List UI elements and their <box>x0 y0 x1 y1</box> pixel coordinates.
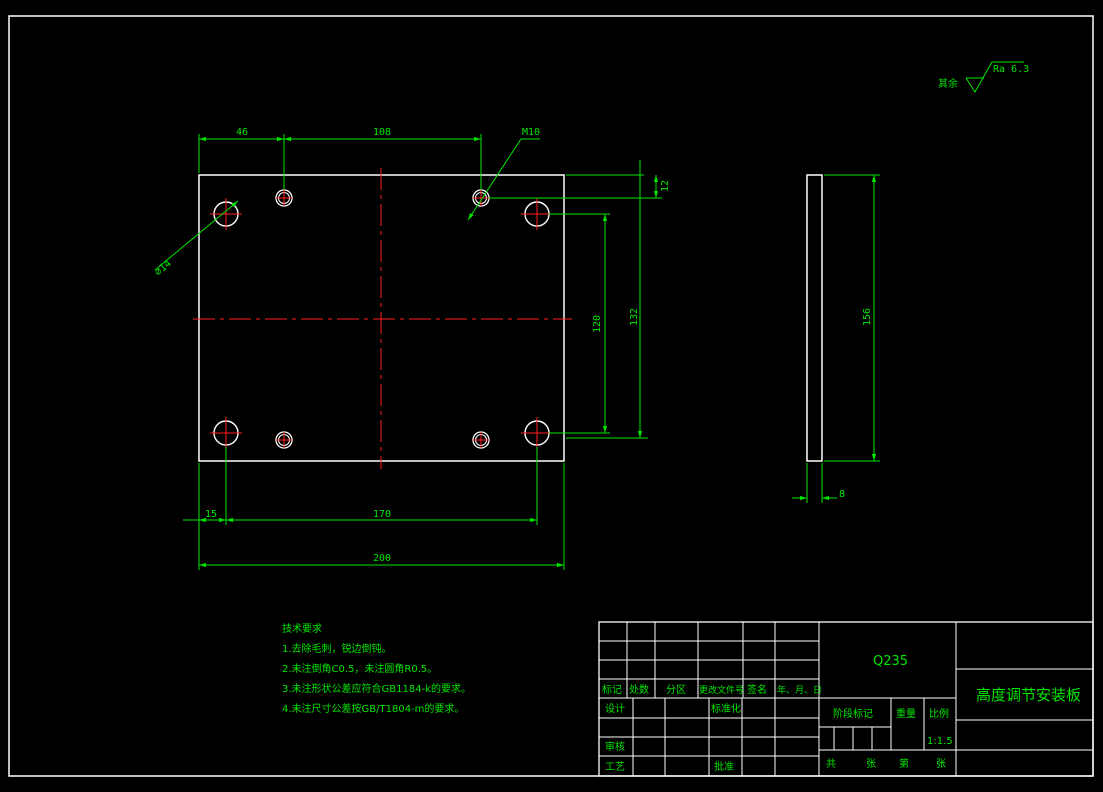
title-block: 标记 处数 分区 更改文件号 签名 年、月、日 设计 标准化 审核 工艺 批准 … <box>598 621 1094 777</box>
label-review: 审核 <box>605 740 625 753</box>
rev-header-date: 年、月、日 <box>777 684 822 696</box>
label-weight: 重量 <box>896 707 916 720</box>
label-process: 工艺 <box>605 761 625 773</box>
rev-header-doc: 更改文件号 <box>699 684 744 696</box>
dim-156: 156 <box>862 308 873 326</box>
label-scale: 比例 <box>929 707 949 720</box>
dim-46: 46 <box>236 127 248 138</box>
hole-large-bl <box>210 417 242 449</box>
scale-value: 1:1.5 <box>927 736 953 747</box>
tech-note-3: 3.未注形状公差应符合GB1184-k的要求。 <box>282 682 471 695</box>
dim-108: 108 <box>373 127 391 138</box>
label-design: 设计 <box>605 702 625 715</box>
surface-finish-remark: 其余 <box>938 77 958 90</box>
tapped-hole-bl <box>275 431 293 449</box>
side-outline <box>806 174 823 462</box>
rev-header-count: 处数 <box>629 683 649 696</box>
label-stage-mark: 阶段标记 <box>833 707 873 720</box>
tech-note-4: 4.未注尺寸公差按GB/T1804-m的要求。 <box>282 702 464 715</box>
front-dimensions <box>154 134 662 570</box>
label-sheets-total: 共 <box>826 758 836 770</box>
label-sheet-no: 第 <box>899 757 909 770</box>
label-standardization: 标准化 <box>711 702 741 715</box>
hole-large-tl <box>210 198 242 230</box>
tech-note-1: 1.去除毛刺，锐边倒钝。 <box>282 642 392 655</box>
rev-header-zone: 分区 <box>666 684 686 696</box>
dim-15: 15 <box>205 509 217 520</box>
label-sheets-unit1: 张 <box>866 758 876 770</box>
tech-note-2: 2.未注倒角C0.5，未注圆角R0.5。 <box>282 662 437 675</box>
label-sheets-unit2: 张 <box>936 758 946 770</box>
tapped-hole-tl <box>275 189 293 207</box>
rev-header-sign: 签名 <box>747 683 767 696</box>
surface-finish-symbol: 其余 Ra 6.3 <box>938 61 1029 93</box>
dim-phi14: ⌀14 <box>153 258 174 278</box>
dim-m10: M10 <box>522 127 540 138</box>
dim-12: 12 <box>660 180 671 192</box>
dim-170: 170 <box>373 509 391 520</box>
hole-large-br <box>521 417 553 449</box>
hole-large-tr <box>521 198 553 230</box>
dim-8: 8 <box>839 489 845 500</box>
side-view: 156 8 <box>792 174 880 503</box>
dim-200: 200 <box>373 553 391 564</box>
tapped-hole-br <box>472 431 490 449</box>
dim-120: 120 <box>592 315 603 333</box>
material: Q235 <box>873 654 908 669</box>
rev-header-mark: 标记 <box>602 684 622 696</box>
part-name: 高度调节安装板 <box>976 686 1081 704</box>
front-dimension-texts: 46 108 M10 ⌀14 12 120 132 15 170 200 <box>153 127 671 564</box>
tech-notes-title: 技术要求 <box>282 622 322 635</box>
surface-finish-value: Ra 6.3 <box>993 64 1029 75</box>
dim-132: 132 <box>629 308 640 326</box>
tech-notes: 技术要求 1.去除毛刺，锐边倒钝。 2.未注倒角C0.5，未注圆角R0.5。 3… <box>282 622 471 715</box>
drawing-frame <box>8 15 1094 777</box>
front-view <box>193 168 572 469</box>
label-approve: 批准 <box>714 760 734 773</box>
